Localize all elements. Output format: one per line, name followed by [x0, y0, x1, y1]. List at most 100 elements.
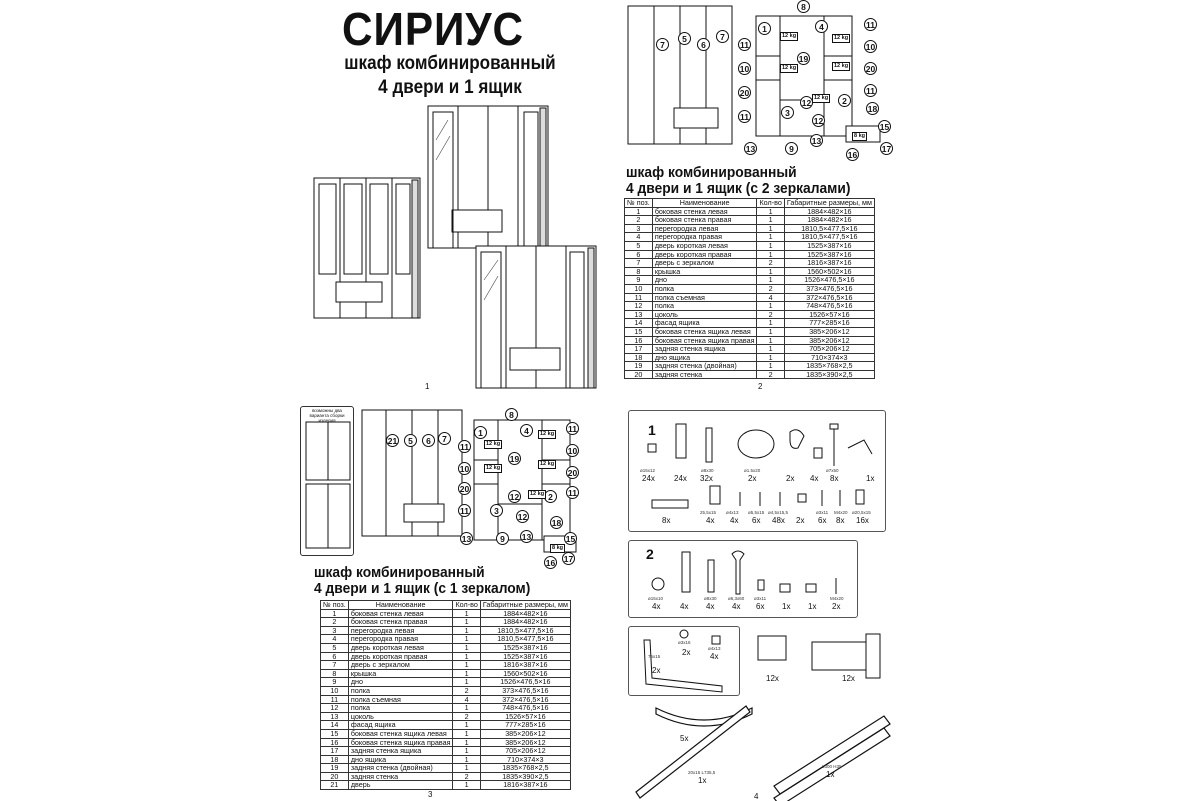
hardware-count: 24x: [642, 474, 655, 483]
hardware-count: 16x: [856, 516, 869, 525]
hardware-count: 48x: [772, 516, 785, 525]
cell-position: 21: [320, 780, 349, 791]
page-1-cover: СИРИУС шкаф комбинированный 4 двери и 1 …: [300, 0, 600, 400]
hardware-count: 12x: [766, 674, 779, 683]
cell-quantity: 1: [452, 728, 481, 739]
hardware-count: 8x: [662, 516, 671, 525]
callout-5: 5: [678, 32, 691, 45]
callout-6: 6: [422, 434, 435, 447]
callout-19: 19: [797, 52, 810, 65]
callout-18: 18: [866, 102, 879, 115]
cell-position: 15: [320, 728, 349, 739]
assembly-variants-note: возможны два варианта сборки изделия: [309, 408, 345, 423]
cell-part-name: боковая стенка правая: [651, 215, 758, 225]
callout-16: 16: [846, 148, 859, 161]
callout-13b: 13: [520, 530, 533, 543]
callout-9: 9: [785, 142, 798, 155]
cell-position: 10: [624, 283, 653, 294]
cell-quantity: 1: [756, 240, 785, 251]
variant-heading-line1: шкаф комбинированный: [314, 564, 485, 581]
callout-12b: 12: [812, 114, 825, 127]
wardrobe-illustrations: [313, 105, 597, 389]
callout-17: 17: [880, 142, 893, 155]
parts-table: № поз. Наименование Кол-во Габаритные ра…: [624, 198, 875, 380]
cell-position: 20: [624, 369, 653, 380]
load-label: 12 kg: [832, 62, 851, 71]
hardware-dim: ø1.5x20: [744, 468, 761, 473]
callout-11b: 11: [738, 38, 751, 51]
callout-13: 13: [460, 532, 473, 545]
hardware-dim: ø8x30: [704, 596, 717, 601]
hardware-count: 2x: [652, 666, 661, 675]
cell-part-name: задняя стенка ящика: [651, 344, 758, 354]
hardware-count: 1x: [782, 602, 791, 611]
hardware-dim: ø5,5x15: [748, 510, 765, 515]
cell-dimensions: 385×206×12: [783, 326, 875, 337]
callout-9: 9: [496, 532, 509, 545]
hardware-count: 6x: [752, 516, 761, 525]
cell-quantity: 2: [452, 685, 481, 696]
hardware-count: 5x: [680, 734, 689, 743]
hardware-count: 4x: [652, 602, 661, 611]
hardware-count: 1x: [866, 474, 875, 483]
variant-heading-line2: 4 двери и 1 ящик (с 1 зеркалом): [314, 580, 531, 597]
hardware-count: 6x: [756, 602, 765, 611]
cell-part-name: дверь с зеркалом: [651, 258, 758, 268]
load-label: 12 kg: [538, 460, 557, 469]
callout-10b: 10: [738, 62, 751, 75]
hardware-panel-4-parts: [635, 705, 891, 801]
cell-part-name: крышка: [651, 266, 758, 277]
callout-15: 15: [564, 532, 577, 545]
cell-position: 5: [624, 240, 653, 251]
callout-8: 8: [797, 0, 810, 13]
col-header: Наименование: [651, 198, 758, 208]
hardware-dim: ø4x13: [726, 510, 739, 515]
callout-10: 10: [864, 40, 877, 53]
hardware-count: 2x: [796, 516, 805, 525]
cell-quantity: 1: [452, 660, 481, 670]
page-number: 3: [428, 790, 433, 799]
cell-position: 17: [624, 344, 653, 354]
cell-quantity: 1: [452, 642, 481, 653]
hardware-count: 4x: [730, 516, 739, 525]
variant-heading-line2: 4 двери и 1 ящик (с 2 зеркалами): [626, 180, 851, 197]
col-header: Кол-во: [452, 600, 481, 610]
cell-part-name: дверь с зеркалом: [347, 660, 454, 670]
hardware-dim: ø4,5x15,5: [768, 510, 789, 515]
page-3-variant-one-mirror: возможны два варианта сборки изделия 8 1…: [298, 404, 598, 800]
page-2-variant-two-mirrors: 8 1 4 11 7 5 6 7 11 10 19 10 20 12 2 20 …: [620, 0, 910, 400]
drawer-load-label: 8 kg: [550, 544, 566, 553]
callout-11b: 11: [458, 440, 471, 453]
hardware-dim: ø15x10: [648, 596, 664, 601]
callout-18: 18: [550, 516, 563, 529]
col-header: Габаритные размеры, мм: [479, 600, 571, 610]
callout-10: 10: [566, 444, 579, 457]
load-label: 12 kg: [538, 430, 557, 439]
hardware-panel-2: [628, 540, 858, 618]
callout-19: 19: [508, 452, 521, 465]
hardware-panel-1-parts: [647, 423, 873, 509]
panel-number: 2: [646, 546, 654, 562]
hardware-count: 4x: [710, 652, 719, 661]
callout-11: 11: [566, 422, 579, 435]
hardware-dim: M4x20: [830, 596, 844, 601]
callout-11c: 11: [864, 84, 877, 97]
cell-part-name: боковая стенка ящика левая: [651, 326, 758, 337]
cell-quantity: 1: [452, 780, 481, 791]
cell-part-name: задняя стенка ящика: [347, 746, 454, 756]
hardware-count: 12x: [842, 674, 855, 683]
hardware-count: 8x: [836, 516, 845, 525]
hardware-dim: ø15x12: [640, 468, 656, 473]
